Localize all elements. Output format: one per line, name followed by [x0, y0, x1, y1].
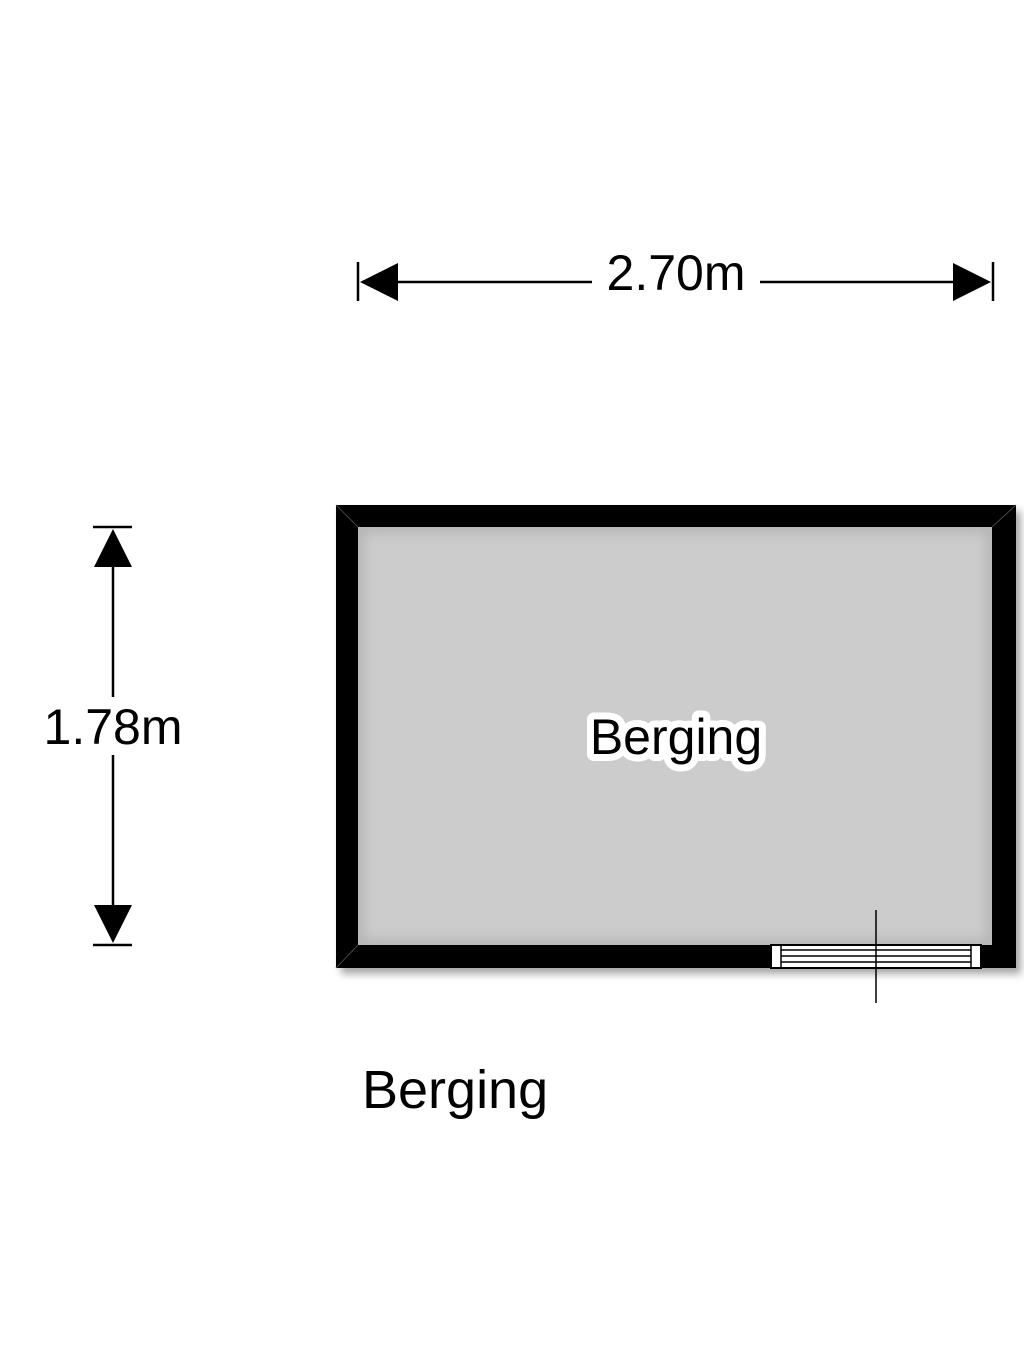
height-dimension: 1.78m: [44, 525, 183, 947]
floor-plan-caption: Berging: [362, 1060, 548, 1120]
wall-bevel-bl: [335, 944, 359, 969]
width-dim-arrow-left: [360, 263, 398, 301]
room-berging: Berging: [335, 504, 1017, 1003]
width-dimension: 2.70m: [356, 245, 995, 301]
room-floor: [358, 527, 992, 945]
wall-bevel-tr: [991, 504, 1017, 528]
room-floor-shade: [353, 522, 997, 950]
height-dim-arrow-bottom: [94, 905, 132, 943]
door-opening: [770, 910, 982, 1003]
width-dim-arrow-right: [953, 263, 991, 301]
wall-bevel-tl: [335, 504, 359, 528]
height-dimension-label: 1.78m: [44, 699, 183, 755]
width-dimension-label: 2.70m: [607, 245, 746, 301]
room-label: Berging: [590, 709, 762, 765]
height-dim-arrow-top: [94, 529, 132, 567]
